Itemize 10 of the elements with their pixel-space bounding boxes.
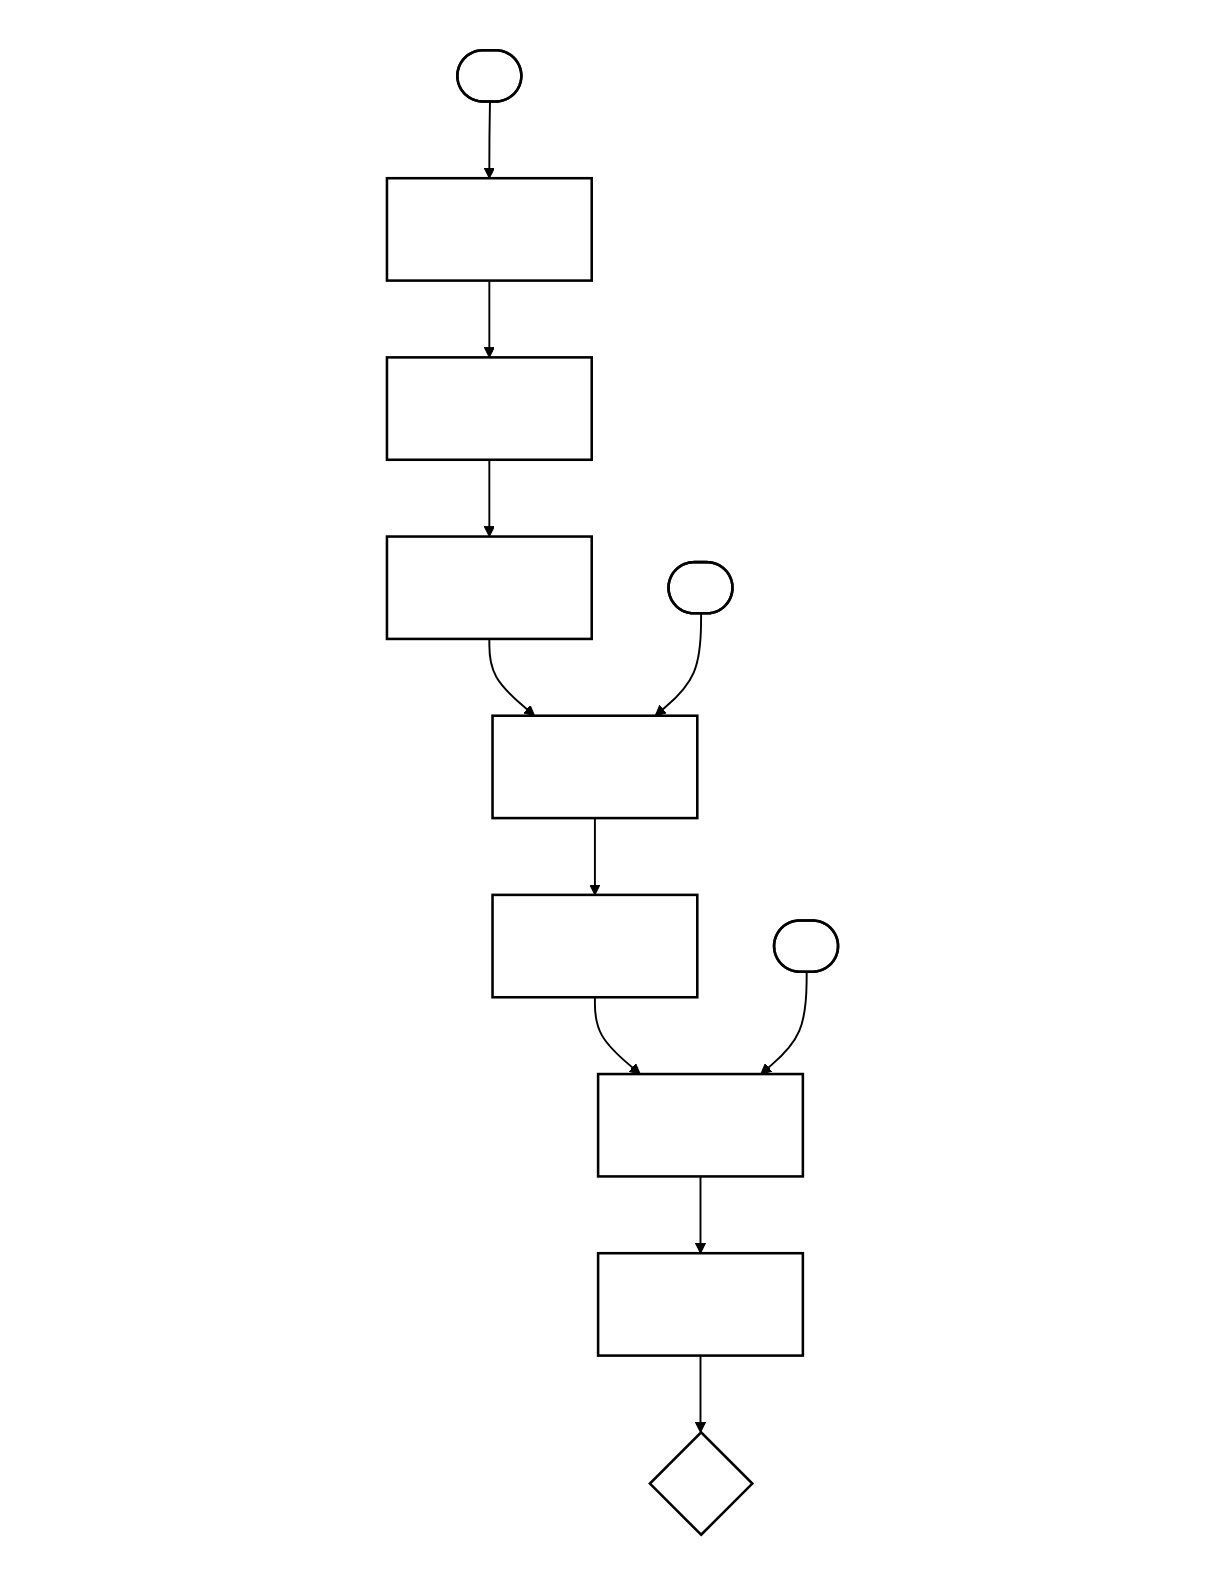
node-box <box>385 535 593 641</box>
node-box <box>596 1251 805 1357</box>
node-diamond <box>648 1430 755 1537</box>
node-box <box>385 356 593 462</box>
node-box <box>491 714 699 820</box>
node-box <box>596 1072 805 1178</box>
node-box <box>385 176 593 282</box>
arrow <box>760 971 808 1075</box>
arrow <box>483 101 495 179</box>
node-box <box>491 893 699 999</box>
